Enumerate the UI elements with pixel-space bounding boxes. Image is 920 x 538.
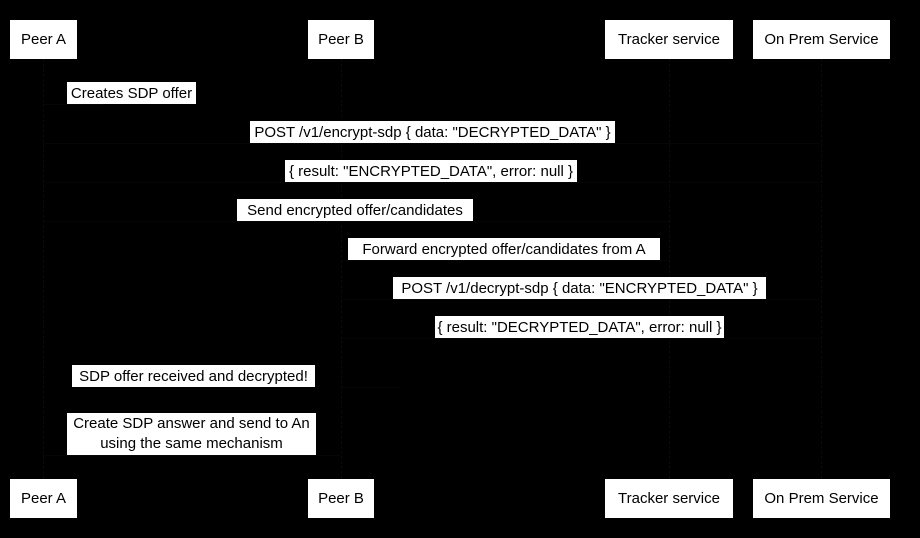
message-arrow-8: [341, 387, 401, 388]
message-label-result-encrypted-data: { result: "ENCRYPTED_DATA", error: null …: [285, 160, 577, 182]
message-arrow-4: [43, 221, 669, 222]
message-label-post-encrypt-sdp: POST /v1/encrypt-sdp { data: "DECRYPTED_…: [250, 121, 615, 143]
participant-footer-peer-a[interactable]: Peer A: [10, 479, 77, 518]
participant-footer-peer-a-label: Peer A: [20, 490, 67, 507]
participant-header-peer-a[interactable]: Peer A: [10, 20, 77, 59]
participant-footer-peer-b[interactable]: Peer B: [308, 479, 374, 518]
message-arrow-3: [43, 182, 821, 183]
participant-footer-tracker-service[interactable]: Tracker service: [605, 479, 733, 518]
message-label-creates-sdp-offer: Creates SDP offer: [67, 82, 196, 104]
message-arrow-6: [341, 299, 821, 300]
message-label-post-decrypt-sdp: POST /v1/decrypt-sdp { data: "ENCRYPTED_…: [393, 277, 766, 299]
message-arrow-1: [43, 104, 103, 105]
participant-header-peer-b[interactable]: Peer B: [308, 20, 374, 59]
participant-footer-on-prem-service[interactable]: On Prem Service: [753, 479, 890, 518]
message-arrow-5: [341, 260, 669, 261]
participant-footer-tracker-service-label: Tracker service: [618, 490, 720, 507]
message-label-result-decrypted-data: { result: "DECRYPTED_DATA", error: null …: [435, 316, 724, 338]
participant-header-on-prem-service[interactable]: On Prem Service: [753, 20, 890, 59]
lifeline-peer-b: [341, 59, 342, 479]
message-label-create-sdp-answer: Create SDP answer and send to An using t…: [67, 413, 316, 455]
message-arrow-9: [43, 455, 341, 456]
message-label-sdp-offer-received: SDP offer received and decrypted!: [72, 365, 315, 387]
message-label-send-encrypted-offer: Send encrypted offer/candidates: [237, 199, 473, 221]
lifeline-on-prem: [821, 59, 822, 479]
participant-header-tracker-service-label: Tracker service: [618, 31, 720, 48]
participant-footer-peer-b-label: Peer B: [318, 490, 364, 507]
lifeline-tracker: [669, 59, 670, 479]
message-arrow-2: [43, 143, 821, 144]
participant-header-tracker-service[interactable]: Tracker service: [605, 20, 733, 59]
message-arrow-7: [341, 338, 821, 339]
participant-header-peer-a-label: Peer A: [20, 31, 67, 48]
message-label-forward-encrypted-offer: Forward encrypted offer/candidates from …: [348, 238, 660, 260]
lifeline-peer-a: [43, 59, 44, 479]
participant-footer-on-prem-service-label: On Prem Service: [764, 490, 879, 507]
participant-header-peer-b-label: Peer B: [318, 31, 364, 48]
participant-header-on-prem-service-label: On Prem Service: [764, 31, 879, 48]
